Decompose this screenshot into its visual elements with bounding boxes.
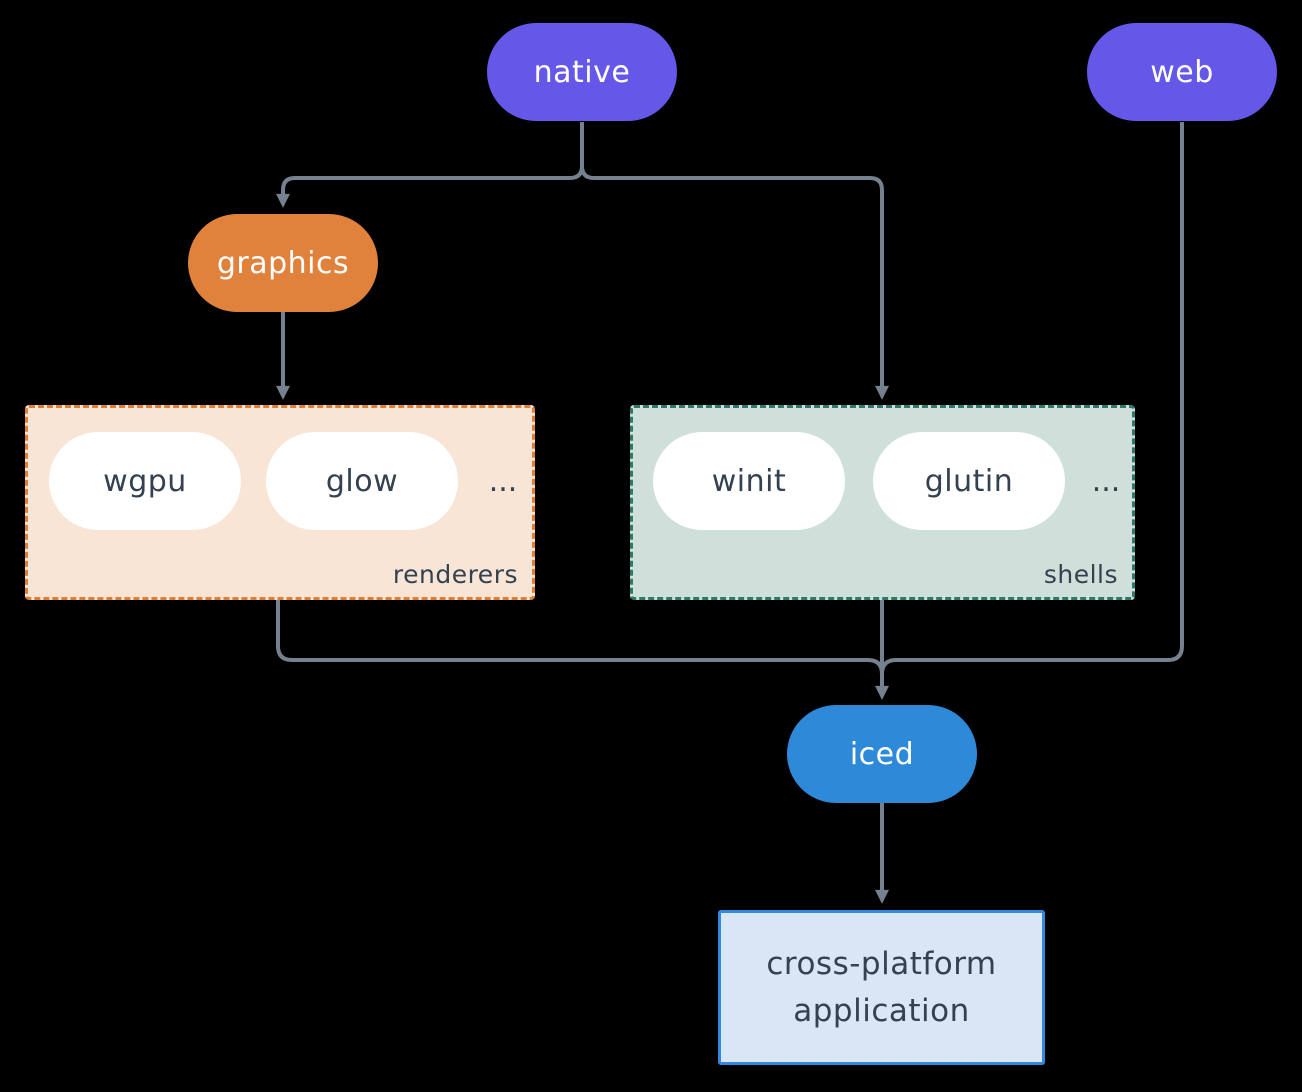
node-wgpu-label: wgpu (103, 463, 187, 499)
node-wgpu: wgpu (49, 432, 241, 530)
connector-renderers-to-iced (276, 600, 884, 675)
node-winit-label: winit (711, 463, 787, 499)
node-winit: winit (653, 432, 845, 530)
node-graphics: graphics (188, 214, 378, 312)
node-web-label: web (1150, 54, 1214, 90)
renderers-ellipsis: ... (488, 463, 518, 499)
node-glutin: glutin (873, 432, 1065, 530)
node-glutin-label: glutin (924, 463, 1014, 499)
node-glow: glow (266, 432, 458, 530)
node-graphics-label: graphics (216, 245, 350, 281)
node-iced: iced (787, 705, 977, 803)
application-label: cross-platform application (766, 946, 997, 1029)
node-glow-label: glow (325, 463, 399, 499)
group-shells: winit glutin ... shells (630, 405, 1135, 600)
shells-group-label: shells (1043, 560, 1118, 589)
renderers-group-label: renderers (392, 560, 518, 589)
connector-native-to-shells (580, 122, 889, 400)
node-native-label: native (533, 54, 631, 90)
node-cross-platform-application: cross-platform application (718, 910, 1045, 1065)
shells-ellipsis: ... (1091, 463, 1121, 499)
node-iced-label: iced (849, 736, 915, 772)
node-native: native (487, 23, 677, 121)
node-web: web (1087, 23, 1277, 121)
connector-native-to-graphics (276, 122, 584, 208)
group-renderers: wgpu glow ... renderers (25, 405, 535, 600)
